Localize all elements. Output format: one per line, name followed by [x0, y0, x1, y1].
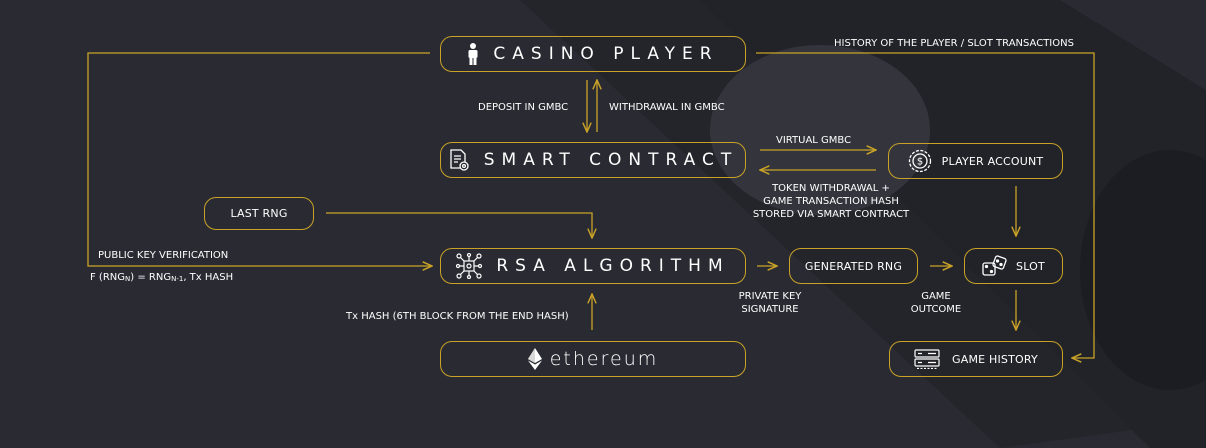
coin-icon: $ [908, 149, 932, 173]
node-casino-player: CASINO PLAYER [440, 36, 746, 72]
dice-icon [982, 255, 1008, 277]
edge-label-deposit: DEPOSIT IN GMBC [478, 102, 569, 113]
svg-text:$: $ [916, 157, 922, 168]
edge-label-withdrawal: WITHDRAWAL IN GMBC [609, 102, 725, 113]
edge-label-virtual: VIRTUAL GMBC [776, 135, 852, 146]
server-icon [914, 349, 940, 369]
node-label: LAST RNG [230, 207, 288, 220]
formula-part: F (RNG [90, 272, 126, 283]
formula-part: , Tx HASH [183, 272, 234, 283]
edge-public-key [87, 52, 432, 266]
ethereum-icon [527, 348, 542, 370]
edge-label-line: GAME TRANSACTION HASH [763, 196, 899, 207]
edge-label-line: PRIVATE KEY [738, 291, 802, 302]
node-rsa-algorithm: RSA ALGORITHM [440, 248, 746, 284]
network-chip-icon [456, 253, 483, 279]
node-smart-contract: SMART CONTRACT [440, 142, 746, 178]
node-label: SMART CONTRACT [483, 150, 739, 170]
node-generated-rng: GENERATED RNG [789, 248, 918, 284]
node-player-account: $ PLAYER ACCOUNT [888, 143, 1063, 179]
edge-label-formula: F (RNGN) = RNGN-1, Tx HASH [90, 271, 233, 286]
formula-subscript: N [125, 275, 131, 283]
node-label: PLAYER ACCOUNT [941, 154, 1044, 168]
formula-part: ) = RNG [130, 272, 172, 283]
edge-label-public-key: PUBLIC KEY VERIFICATION [98, 250, 229, 261]
node-last-rng: LAST RNG [204, 197, 314, 230]
edge-label-line: SIGNATURE [741, 304, 799, 315]
node-label: CASINO PLAYER [493, 44, 719, 64]
edge-label-line: STORED VIA SMART CONTRACT [752, 209, 910, 220]
node-label: ethereum [549, 348, 659, 370]
edge-label-line: TOKEN WITHDRAWAL + [772, 183, 890, 194]
node-label: GENERATED RNG [804, 259, 903, 273]
node-slot: SLOT [964, 248, 1063, 284]
edge-last-rng [326, 212, 592, 238]
edge-label-history: HISTORY OF THE PLAYER / SLOT TRANSACTION… [834, 38, 1074, 49]
node-label: SLOT [1016, 259, 1045, 273]
node-game-history: GAME HISTORY [889, 341, 1063, 377]
edge-label-line: GAME [921, 291, 951, 302]
node-label: GAME HISTORY [952, 352, 1038, 366]
edge-label-token-withdrawal: TOKEN WITHDRAWAL + GAME TRANSACTION HASH… [726, 182, 936, 221]
formula-subscript: N-1 [171, 275, 184, 283]
person-icon [467, 43, 479, 65]
edge-label-tx-hash: Tx HASH (6TH BLOCK FROM THE END HASH) [346, 311, 569, 322]
edge-label-game-outcome: GAME OUTCOME [896, 290, 976, 316]
edge-history [756, 52, 1095, 358]
node-label: RSA ALGORITHM [496, 256, 730, 276]
edge-label-line: OUTCOME [910, 304, 962, 315]
node-ethereum: ethereum [440, 341, 746, 377]
edge-label-private-key: PRIVATE KEY SIGNATURE [720, 290, 820, 316]
contract-icon [448, 148, 470, 172]
